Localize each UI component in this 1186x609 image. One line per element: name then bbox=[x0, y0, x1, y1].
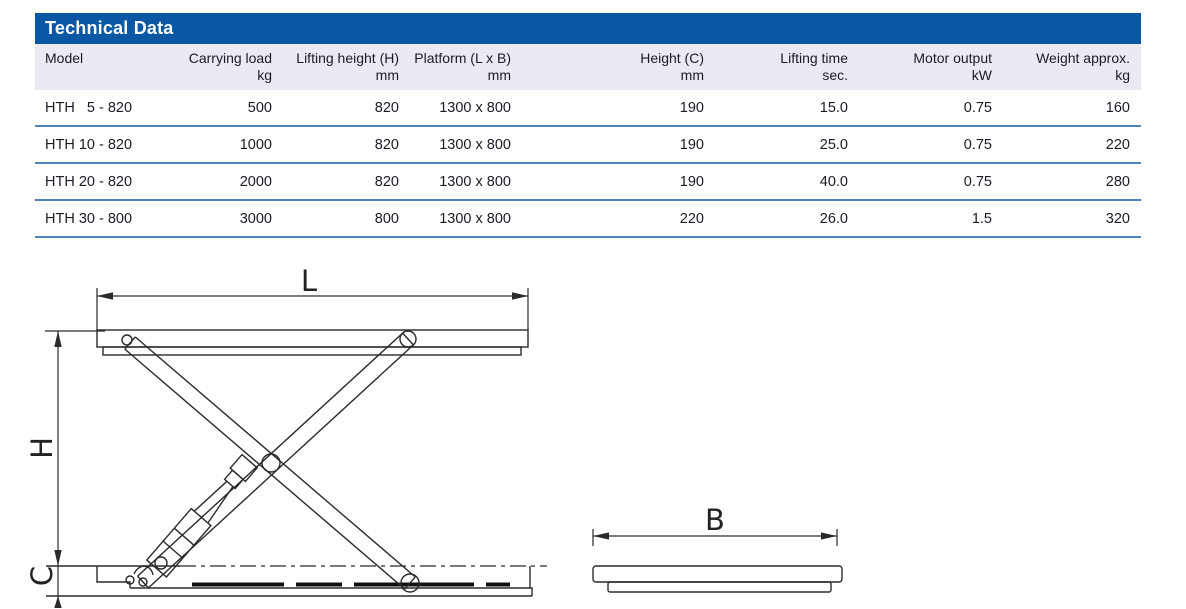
cell-lifting-height: 800 bbox=[374, 210, 399, 227]
label-H: H bbox=[25, 437, 59, 459]
cell-carrying-load: 1000 bbox=[239, 136, 272, 153]
end-view: B bbox=[592, 503, 843, 593]
rod-head bbox=[223, 469, 245, 490]
dim-H-arrow-bottom bbox=[54, 550, 62, 566]
spec-table: Model Carrying load kg Lifting height (H… bbox=[35, 44, 1141, 238]
cell-height-c: 190 bbox=[679, 136, 704, 153]
scissor-arm-outer bbox=[124, 336, 416, 590]
pivot-top-left bbox=[121, 334, 133, 346]
end-view-base-plate bbox=[607, 581, 832, 593]
base-left-step bbox=[96, 566, 131, 588]
cell-motor-output: 0.75 bbox=[963, 173, 992, 190]
cell-lifting-height: 820 bbox=[374, 173, 399, 190]
dim-L-lines bbox=[96, 288, 529, 330]
cylinder-body bbox=[145, 507, 212, 578]
col-header-lifting-time: Lifting time sec. bbox=[715, 44, 859, 90]
cell-weight: 280 bbox=[1105, 173, 1130, 190]
cell-lifting-height: 820 bbox=[374, 99, 399, 116]
platform-side bbox=[96, 329, 529, 356]
roller-top-right bbox=[399, 330, 417, 348]
cylinder-pivot bbox=[154, 556, 168, 570]
cell-platform: 1300 x 800 bbox=[439, 210, 511, 227]
dim-L-arrow-left bbox=[97, 292, 113, 300]
dim-H-lines bbox=[45, 330, 105, 606]
dim-L-arrow-right bbox=[512, 292, 528, 300]
table-row: HTH 20 - 820 2000 820 1300 x 800 190 40.… bbox=[35, 163, 1141, 200]
end-view-top-plate bbox=[592, 565, 843, 583]
label-C: C bbox=[25, 566, 59, 586]
cell-height-c: 220 bbox=[679, 210, 704, 227]
cell-motor-output: 0.75 bbox=[963, 136, 992, 153]
pivot-bottom-left-a bbox=[125, 575, 135, 585]
base-frame bbox=[46, 565, 547, 597]
technical-data-table: Technical Data Model Carrying load kg Li… bbox=[35, 13, 1141, 238]
col-header-carrying-load: Carrying load kg bbox=[183, 44, 283, 90]
cell-weight: 320 bbox=[1105, 210, 1130, 227]
col-header-motor-output: Motor output kW bbox=[859, 44, 1003, 90]
cell-carrying-load: 2000 bbox=[239, 173, 272, 190]
cell-platform: 1300 x 800 bbox=[439, 136, 511, 153]
piston-rod bbox=[193, 480, 234, 524]
cell-weight: 160 bbox=[1105, 99, 1130, 116]
pivot-bottom-left-b bbox=[138, 577, 148, 587]
cell-motor-output: 1.5 bbox=[971, 210, 992, 227]
side-view: L H C bbox=[25, 264, 547, 608]
technical-drawing: L H C bbox=[20, 250, 880, 609]
dim-B-arrow-right bbox=[821, 532, 837, 540]
cell-lifting-time: 25.0 bbox=[819, 136, 848, 153]
col-header-height-c: Height (C) mm bbox=[522, 44, 715, 90]
cell-carrying-load: 3000 bbox=[239, 210, 272, 227]
dim-C-arrow-bottom bbox=[54, 596, 62, 608]
cell-lifting-time: 26.0 bbox=[819, 210, 848, 227]
cell-motor-output: 0.75 bbox=[963, 99, 992, 116]
dim-B-arrow-left bbox=[593, 532, 609, 540]
label-B: B bbox=[705, 503, 725, 537]
cylinder-body-lines bbox=[162, 527, 195, 559]
cell-model: HTH 10 - 820 bbox=[45, 136, 133, 153]
hydraulic-cylinder bbox=[133, 453, 259, 578]
scissor-arm-inner bbox=[137, 332, 414, 589]
cylinder-anchor-bracket bbox=[133, 565, 154, 576]
table-row: HTH 5 - 820 500 820 1300 x 800 190 15.0 … bbox=[35, 90, 1141, 126]
table-title: Technical Data bbox=[35, 13, 1141, 44]
cell-platform: 1300 x 800 bbox=[439, 173, 511, 190]
cell-weight: 220 bbox=[1105, 136, 1130, 153]
cell-model: HTH 20 - 820 bbox=[45, 173, 133, 190]
pivot-center bbox=[261, 453, 281, 473]
table-row: HTH 30 - 800 3000 800 1300 x 800 220 26.… bbox=[35, 200, 1141, 237]
dimension-H: H bbox=[25, 330, 105, 606]
table-row: HTH 10 - 820 1000 820 1300 x 800 190 25.… bbox=[35, 126, 1141, 163]
cell-lifting-height: 820 bbox=[374, 136, 399, 153]
cell-height-c: 190 bbox=[679, 99, 704, 116]
base-lower-plate bbox=[130, 566, 533, 596]
col-header-model: Model bbox=[35, 44, 183, 90]
dim-B-lines bbox=[592, 529, 838, 546]
rod-clevis bbox=[229, 453, 259, 483]
platform-top-plate bbox=[96, 329, 529, 348]
cell-model: HTH 5 - 820 bbox=[45, 99, 133, 116]
cell-carrying-load: 500 bbox=[247, 99, 272, 116]
cell-model: HTH 30 - 800 bbox=[45, 210, 133, 227]
dimension-B: B bbox=[592, 503, 838, 546]
dim-H-arrow-top bbox=[54, 331, 62, 347]
dimension-C: C bbox=[25, 566, 62, 608]
cell-height-c: 190 bbox=[679, 173, 704, 190]
cell-lifting-time: 15.0 bbox=[819, 99, 848, 116]
label-L: L bbox=[301, 264, 317, 298]
col-header-platform: Platform (L x B) mm bbox=[410, 44, 522, 90]
roller-bottom-right bbox=[400, 573, 420, 593]
col-header-lifting-height: Lifting height (H) mm bbox=[283, 44, 410, 90]
header-row: Model Carrying load kg Lifting height (H… bbox=[35, 44, 1141, 90]
col-header-weight: Weight approx. kg bbox=[1003, 44, 1141, 90]
cell-platform: 1300 x 800 bbox=[439, 99, 511, 116]
cell-lifting-time: 40.0 bbox=[819, 173, 848, 190]
dimension-L: L bbox=[96, 264, 529, 330]
platform-under-plate bbox=[102, 346, 522, 356]
scissor-arms bbox=[121, 330, 420, 593]
scissor-lift-drawing: L H C bbox=[25, 264, 843, 608]
